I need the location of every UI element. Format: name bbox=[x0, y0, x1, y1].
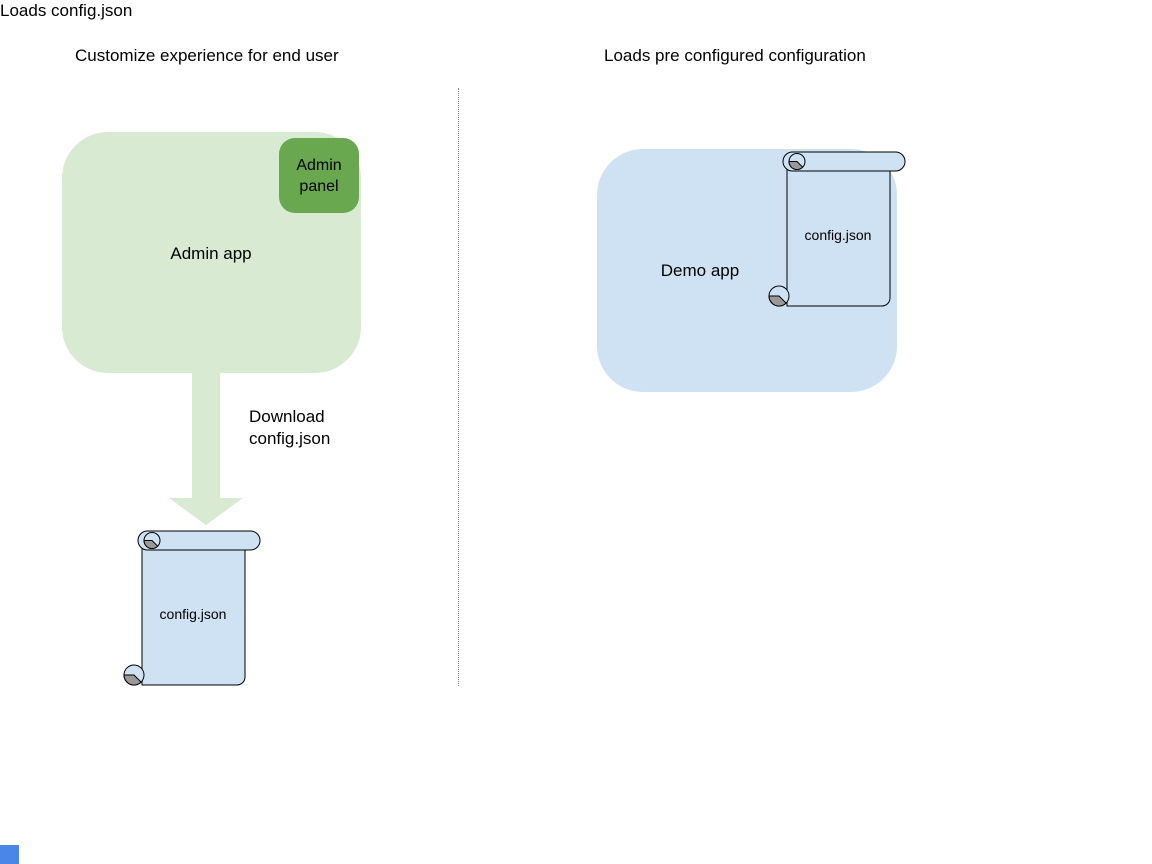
right-config-scroll: config.json bbox=[768, 151, 907, 307]
left-section-title: Customize experience for end user bbox=[75, 46, 339, 65]
scroll-body bbox=[141, 539, 246, 686]
left-scroll-label: config.json bbox=[159, 606, 227, 622]
admin-panel-label: Admin panel bbox=[296, 156, 342, 195]
admin-panel-box: Admin panel bbox=[279, 138, 359, 213]
scroll-top-curl-shade bbox=[788, 161, 804, 171]
download-arrow-label-line2: config.json bbox=[249, 429, 331, 448]
download-arrow-icon bbox=[169, 373, 243, 525]
download-arrow-label-line1: Download bbox=[249, 407, 325, 426]
scroll-top-roll bbox=[137, 530, 261, 551]
partial-blue-shape bbox=[0, 845, 19, 864]
left-config-scroll: config.json bbox=[123, 530, 262, 686]
right-scroll-label: config.json bbox=[804, 227, 872, 243]
scroll-shape-icon bbox=[768, 151, 906, 307]
section-divider bbox=[458, 88, 459, 686]
down-arrow-shape bbox=[169, 373, 243, 525]
scroll-bottom-curl-shade bbox=[768, 295, 787, 307]
scroll-shape-icon bbox=[123, 530, 261, 686]
right-section-title: Loads pre configured configuration bbox=[604, 46, 866, 65]
loads-config-caption: Loads config.json bbox=[0, 1, 133, 20]
scroll-top-roll bbox=[782, 151, 906, 172]
download-arrow-label: Download config.json bbox=[249, 406, 330, 450]
demo-app-label: Demo app bbox=[660, 261, 740, 280]
scroll-bottom-curl-shade bbox=[123, 674, 142, 686]
scroll-body bbox=[786, 160, 891, 307]
scroll-top-curl-shade bbox=[143, 540, 159, 550]
admin-app-label: Admin app bbox=[170, 244, 252, 263]
